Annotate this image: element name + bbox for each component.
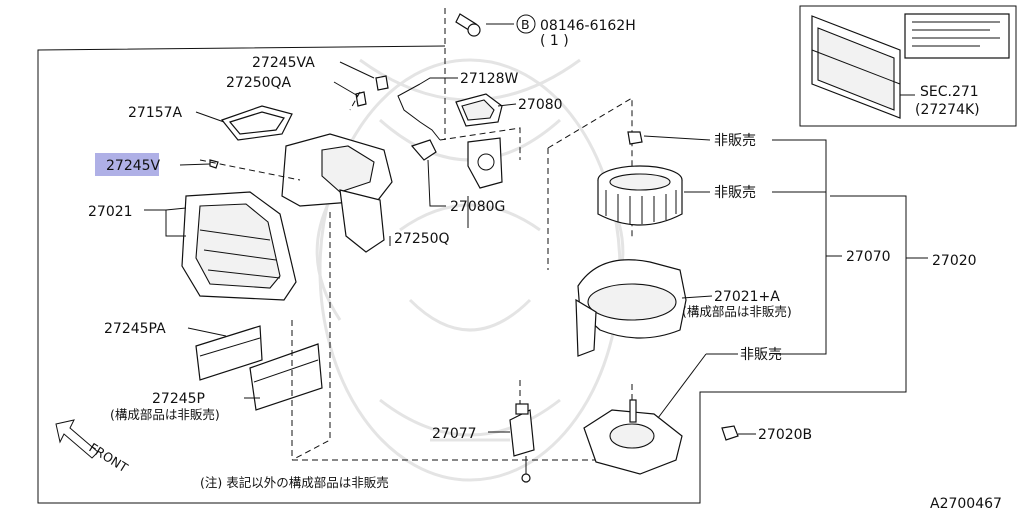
label-27157A[interactable]: 27157A <box>128 105 183 121</box>
label-27245V[interactable]: 27245V <box>106 158 161 174</box>
screw-callout <box>444 8 536 140</box>
label-27021[interactable]: 27021 <box>88 204 133 220</box>
front-arrow-icon <box>55 419 99 459</box>
label-27245PA[interactable]: 27245PA <box>104 321 166 337</box>
label-27077[interactable]: 27077 <box>432 426 477 442</box>
label-27128W[interactable]: 27128W <box>460 71 519 87</box>
label-27070[interactable]: 27070 <box>846 249 891 265</box>
diagram-id: A2700467 <box>930 496 1002 511</box>
label-not-for-sale-1: 非販売 <box>714 133 756 149</box>
marker-circle <box>516 14 536 34</box>
label-not-for-sale-2: 非販売 <box>714 185 756 201</box>
label-27021A[interactable]: 27021+A <box>714 289 780 305</box>
screw-code-label[interactable]: 08146-6162H <box>540 18 636 34</box>
blower-assembly <box>509 131 739 483</box>
label-not-for-sale-3: 非販売 <box>740 347 782 363</box>
footnote: (注) 表記以外の構成部品は非販売 <box>200 475 389 490</box>
label-highlight <box>95 153 159 176</box>
filter-ref-label[interactable]: SEC.271 <box>920 84 979 100</box>
actuator-parts <box>397 83 503 189</box>
filter-code-label[interactable]: (27274K) <box>915 102 980 118</box>
label-27021A-note: (構成部品は非販売) <box>682 304 792 319</box>
label-27020[interactable]: 27020 <box>932 253 977 269</box>
label-27245VA[interactable]: 27245VA <box>252 55 315 71</box>
intake-parts <box>181 75 393 411</box>
main-frame <box>37 45 907 504</box>
label-27020B[interactable]: 27020B <box>758 427 812 443</box>
label-27080G[interactable]: 27080G <box>450 199 505 215</box>
screw-marker: B <box>521 17 530 32</box>
label-27250QA[interactable]: 27250QA <box>226 75 292 91</box>
filter-inset <box>799 5 1017 127</box>
label-27245P-note: (構成部品は非販売) <box>110 407 220 422</box>
screw-qty-label: ( 1 ) <box>540 33 569 49</box>
leader-lines <box>144 61 842 435</box>
label-27250Q[interactable]: 27250Q <box>394 231 450 247</box>
label-27245P[interactable]: 27245P <box>152 391 205 407</box>
label-27080[interactable]: 27080 <box>518 97 563 113</box>
